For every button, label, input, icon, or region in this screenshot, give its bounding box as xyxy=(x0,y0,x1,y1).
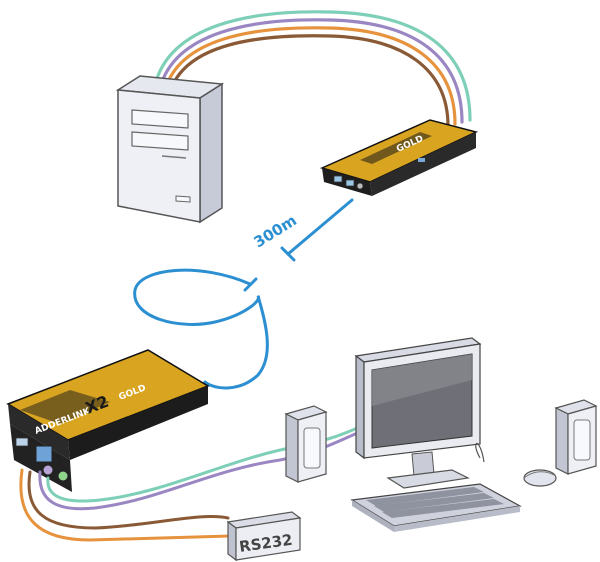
keyboard-keys xyxy=(366,487,504,518)
pc-to-transmitter-cables xyxy=(153,10,472,128)
cat-link-cable xyxy=(133,198,354,390)
mouse xyxy=(475,442,557,487)
left-speaker xyxy=(284,405,328,483)
pc-tower xyxy=(115,75,225,224)
transmitter-unit: GOLD xyxy=(319,119,479,196)
keyboard xyxy=(350,483,522,532)
right-speaker xyxy=(554,399,598,475)
distance-metric-label: 300m xyxy=(251,211,300,251)
monitor xyxy=(354,337,482,489)
rs232-device: RS232 xyxy=(226,511,302,562)
receiver-unit: ADDERLINK X2 GOLD xyxy=(6,349,210,492)
